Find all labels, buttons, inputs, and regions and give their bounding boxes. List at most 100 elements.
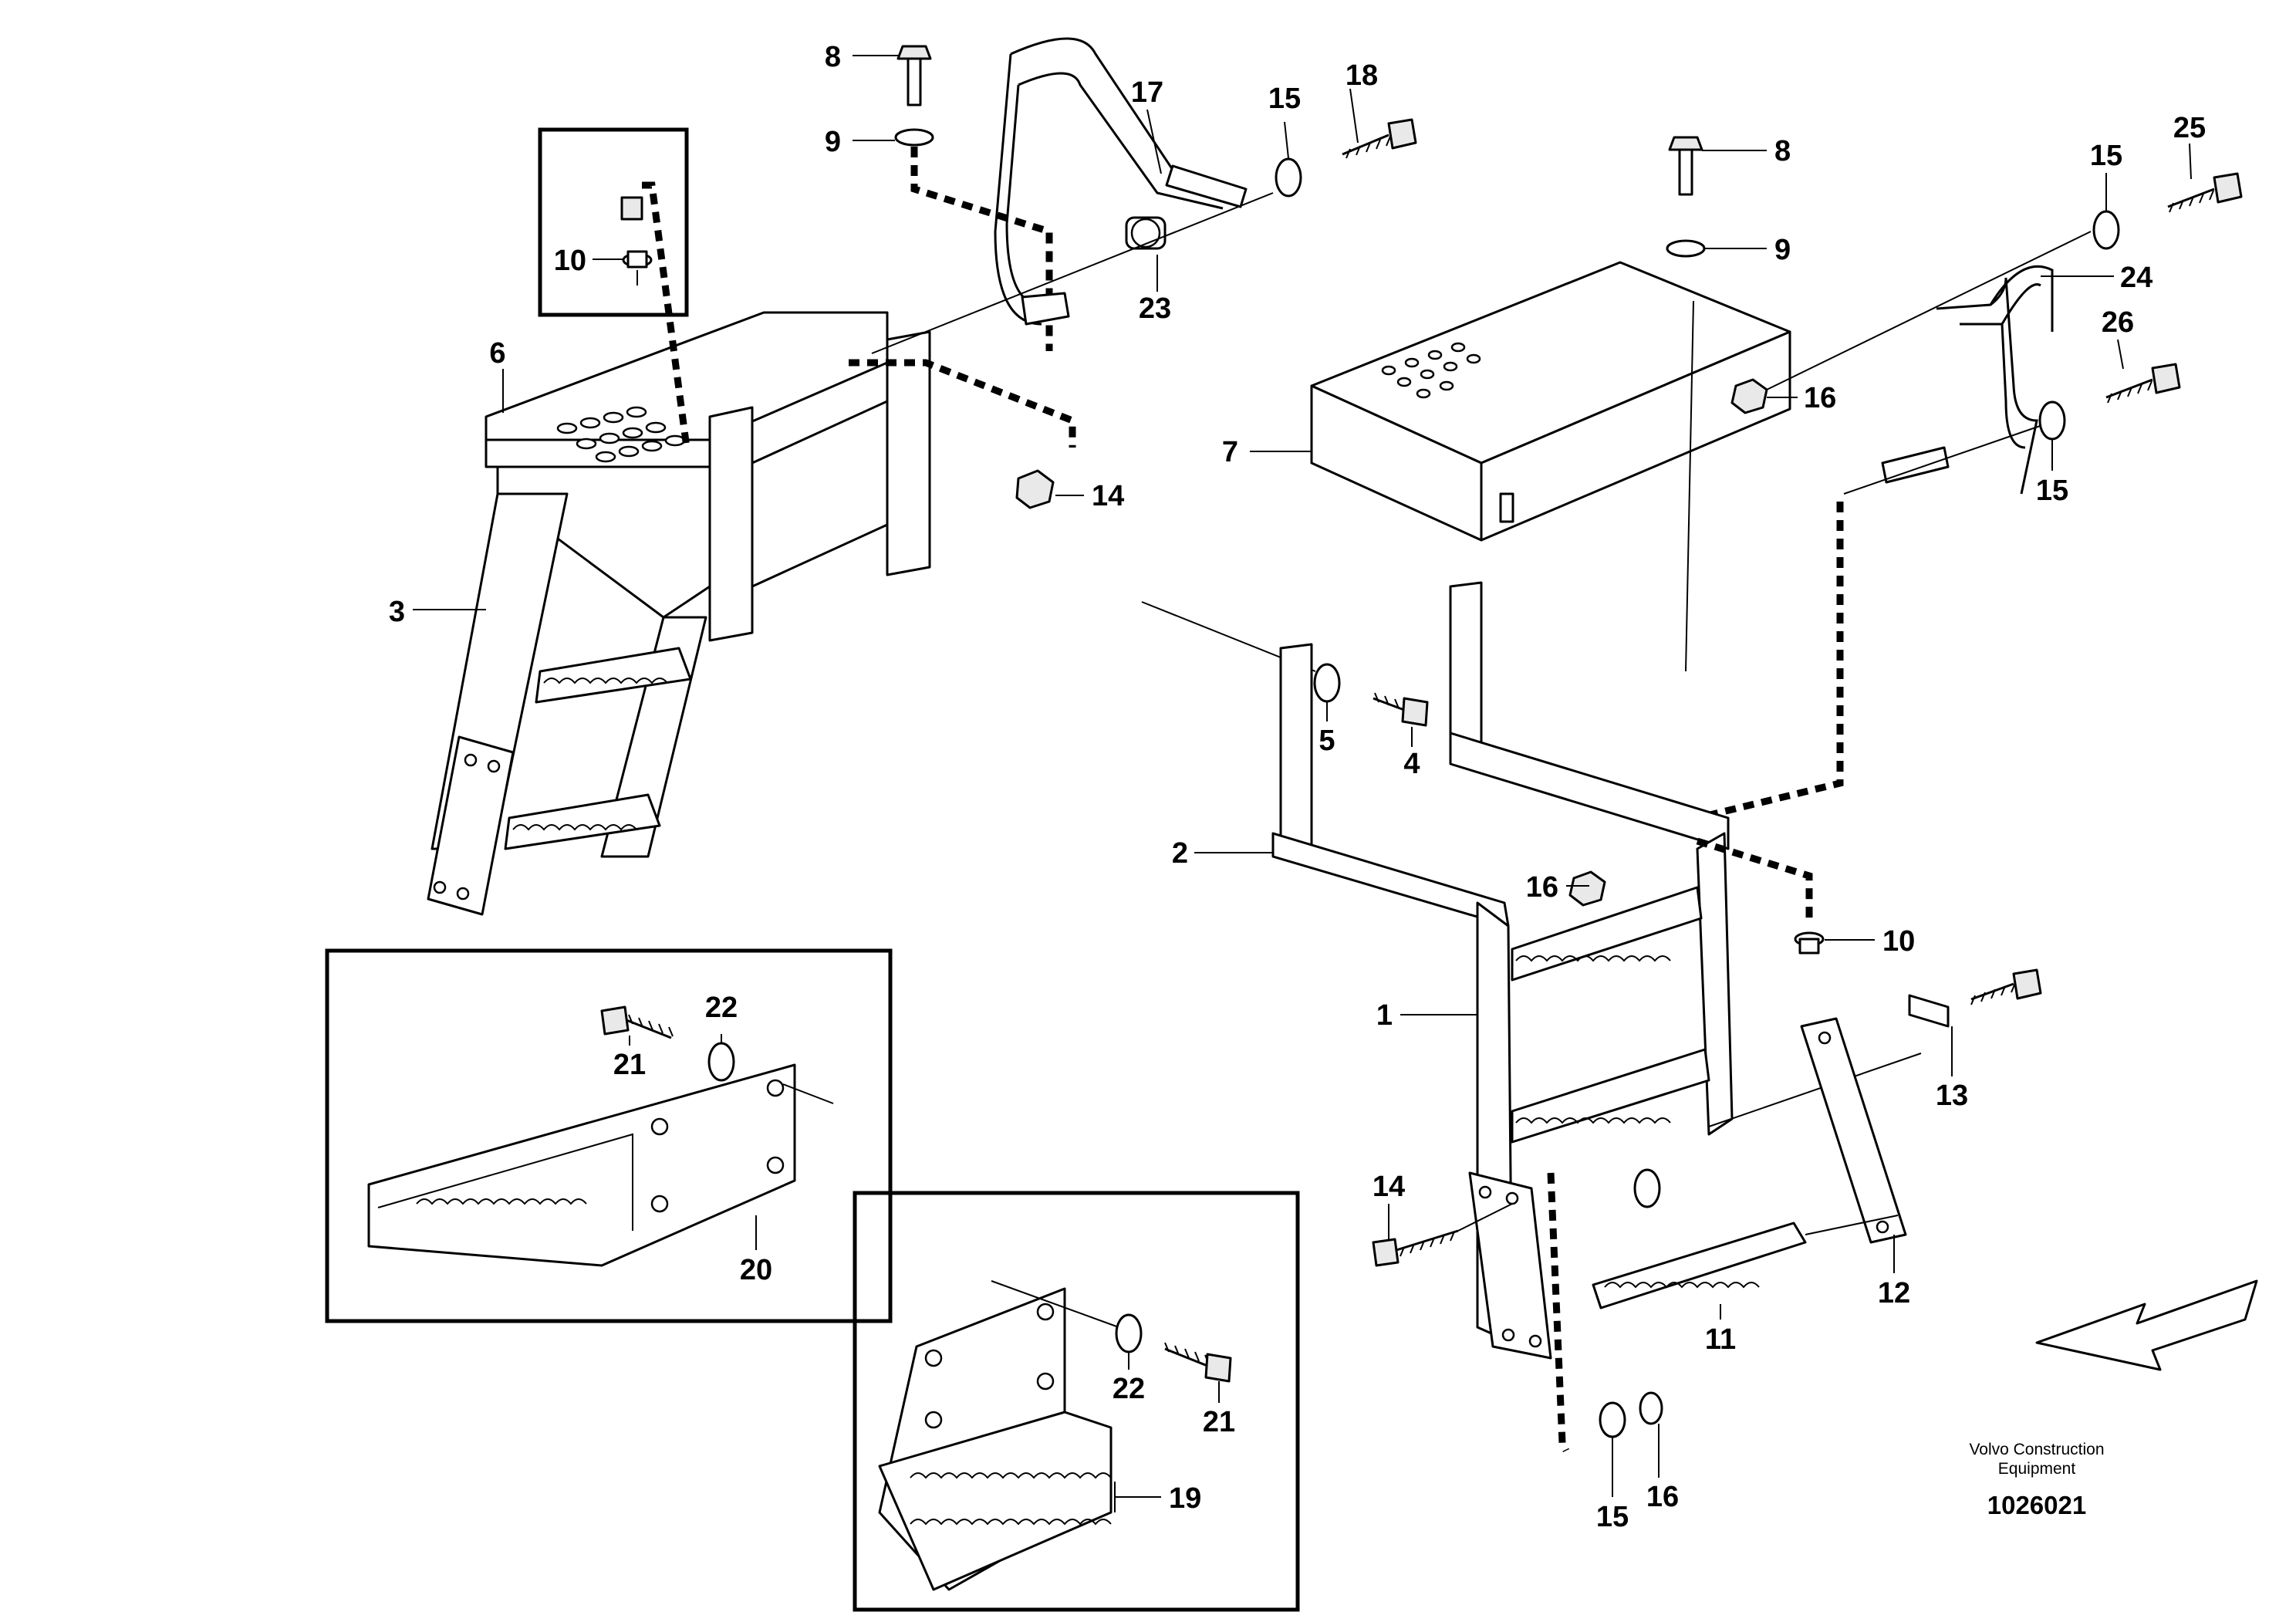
callout-2: 2	[1172, 837, 1188, 870]
bolt-21a	[600, 1005, 674, 1039]
callout-16-mid: 16	[1526, 871, 1558, 904]
direction-arrow	[2035, 1279, 2258, 1371]
handrail-17-tab	[1165, 164, 1248, 208]
callout-25: 25	[2173, 112, 2206, 144]
step-20	[367, 1063, 796, 1267]
bolt-8a-head	[896, 45, 932, 60]
bolt-8a-shank	[907, 57, 922, 106]
ladder-1-step-upper	[1511, 886, 1703, 982]
bolt-8b-shank	[1678, 148, 1693, 196]
dash-link-nut	[642, 181, 690, 448]
callout-8: 8	[825, 41, 841, 73]
callout-19: 19	[1169, 1482, 1201, 1515]
box-7-side	[1480, 330, 1791, 542]
ladder-1-step-lower	[1511, 1048, 1710, 1144]
bolt-4	[1373, 692, 1429, 727]
ladder-1-mount-plate	[1468, 1171, 1552, 1360]
washer-16c	[1639, 1391, 1663, 1425]
callout-13: 13	[1936, 1080, 1968, 1112]
callout-24: 24	[2120, 262, 2152, 294]
washer-22a	[707, 1042, 735, 1082]
bracket-crossmember	[751, 400, 889, 588]
step-11	[1592, 1222, 1807, 1309]
callout-21-lower: 21	[1203, 1406, 1235, 1438]
document-number: 1026021	[1987, 1491, 2086, 1519]
nut-14a	[1015, 469, 1055, 509]
ladder-mount-plate	[427, 735, 515, 916]
handrail-17-group	[849, 37, 1417, 509]
callout-6: 6	[489, 337, 505, 370]
left-step-assembly	[427, 311, 931, 916]
washer-9a	[894, 128, 934, 147]
callout-16: 16	[1804, 382, 1836, 414]
bolt-26	[2105, 363, 2181, 404]
square-nut	[620, 196, 643, 221]
washer-near-ladder	[1633, 1168, 1661, 1208]
handrail-17-foot	[1021, 292, 1070, 326]
handrail-24-group	[1696, 172, 2243, 822]
washer-15c	[2038, 400, 2066, 441]
callout-22-lower: 22	[1113, 1373, 1145, 1405]
brand-line-2: Equipment	[1998, 1460, 2076, 1478]
callout-14: 14	[1092, 480, 1124, 512]
brand-line-1: Volvo Construction	[1969, 1441, 2104, 1458]
ladder-step-lower	[504, 793, 661, 850]
callout-21: 21	[613, 1049, 646, 1081]
bolt-8b-head	[1668, 136, 1703, 151]
step-19-detail	[878, 1280, 1232, 1591]
platform-perforations	[556, 406, 686, 463]
callout-labels: 8 9 10 17 15 18 23 6 14 3 8 9 15 25 24 2…	[389, 41, 2206, 1533]
callout-3: 3	[389, 596, 405, 628]
step-20-detail	[367, 1005, 834, 1267]
washer-15a	[1275, 157, 1302, 198]
washer-22b	[1115, 1313, 1143, 1353]
callout-26: 26	[2102, 306, 2134, 339]
callout-15-bottom: 15	[1596, 1501, 1629, 1533]
ladder-1-right-rail	[1696, 832, 1734, 1136]
callout-12: 12	[1878, 1277, 1910, 1309]
callout-20: 20	[740, 1254, 772, 1286]
washer-5	[1313, 663, 1341, 703]
handrail-24-tube	[1936, 277, 2038, 495]
callout-1: 1	[1376, 999, 1393, 1032]
box-7-lid-holes	[1381, 342, 1481, 399]
bolt-13	[1970, 968, 2042, 1005]
plate-12	[1800, 1017, 1907, 1244]
bolt-25	[2167, 172, 2243, 213]
bracket-13	[1908, 994, 1950, 1028]
nut-16b	[1568, 870, 1606, 907]
leader-lines	[413, 55, 2192, 1498]
platform-6-top	[485, 311, 889, 441]
callout-11: 11	[1705, 1323, 1736, 1356]
nut-16a	[1730, 378, 1768, 414]
post-rear	[886, 330, 931, 576]
nut-10-detail	[620, 181, 690, 448]
storage-box-7	[1310, 136, 1791, 672]
callout-14-lower: 14	[1373, 1171, 1405, 1203]
callout-22: 22	[705, 992, 738, 1024]
bolt-21b	[1164, 1342, 1232, 1383]
callout-23: 23	[1139, 292, 1171, 325]
ladder-step-upper	[535, 647, 692, 704]
callout-4: 4	[1403, 748, 1420, 780]
washer-15b	[2092, 210, 2120, 250]
bracket-2-rail	[1271, 832, 1510, 928]
washer-9b	[1666, 239, 1706, 258]
washer-15d	[1599, 1401, 1626, 1438]
callout-15-top-right: 15	[2090, 140, 2122, 172]
callout-16-bottom: 16	[1646, 1481, 1679, 1513]
callout-15: 15	[1268, 83, 1301, 115]
detail-frame-step-19	[853, 1191, 1300, 1612]
callout-17: 17	[1131, 76, 1163, 109]
callout-5: 5	[1319, 725, 1335, 757]
detail-frame-nut	[538, 127, 689, 317]
callout-10: 10	[554, 245, 586, 277]
callout-10-right: 10	[1882, 925, 1915, 958]
bolt-14b	[1372, 1203, 1513, 1267]
handrail-24-foot	[1881, 446, 1950, 484]
box-7-latch	[1499, 492, 1514, 523]
callout-8-right: 8	[1774, 135, 1791, 167]
right-ladder-assembly	[1141, 581, 1825, 1453]
callout-15-right: 15	[2036, 475, 2068, 507]
